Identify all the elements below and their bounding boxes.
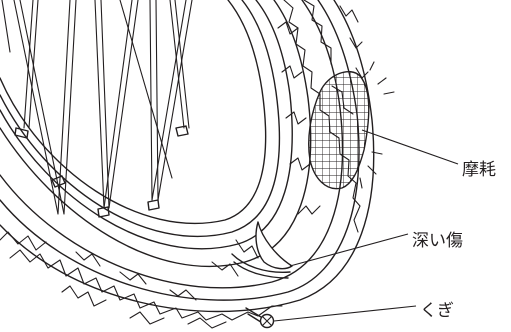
deep-cut-leader-line — [290, 234, 408, 266]
wheel-spokes — [2, 0, 192, 214]
nail-label: くぎ — [420, 301, 454, 321]
nail-leader-line — [274, 306, 416, 321]
deep-cut-label: 深い傷 — [412, 231, 463, 251]
wheel-rim — [0, 0, 292, 249]
wear-label: 摩耗 — [462, 160, 496, 180]
nail — [246, 308, 274, 328]
wear-patch — [309, 72, 369, 189]
wear-leader-line — [362, 130, 458, 164]
